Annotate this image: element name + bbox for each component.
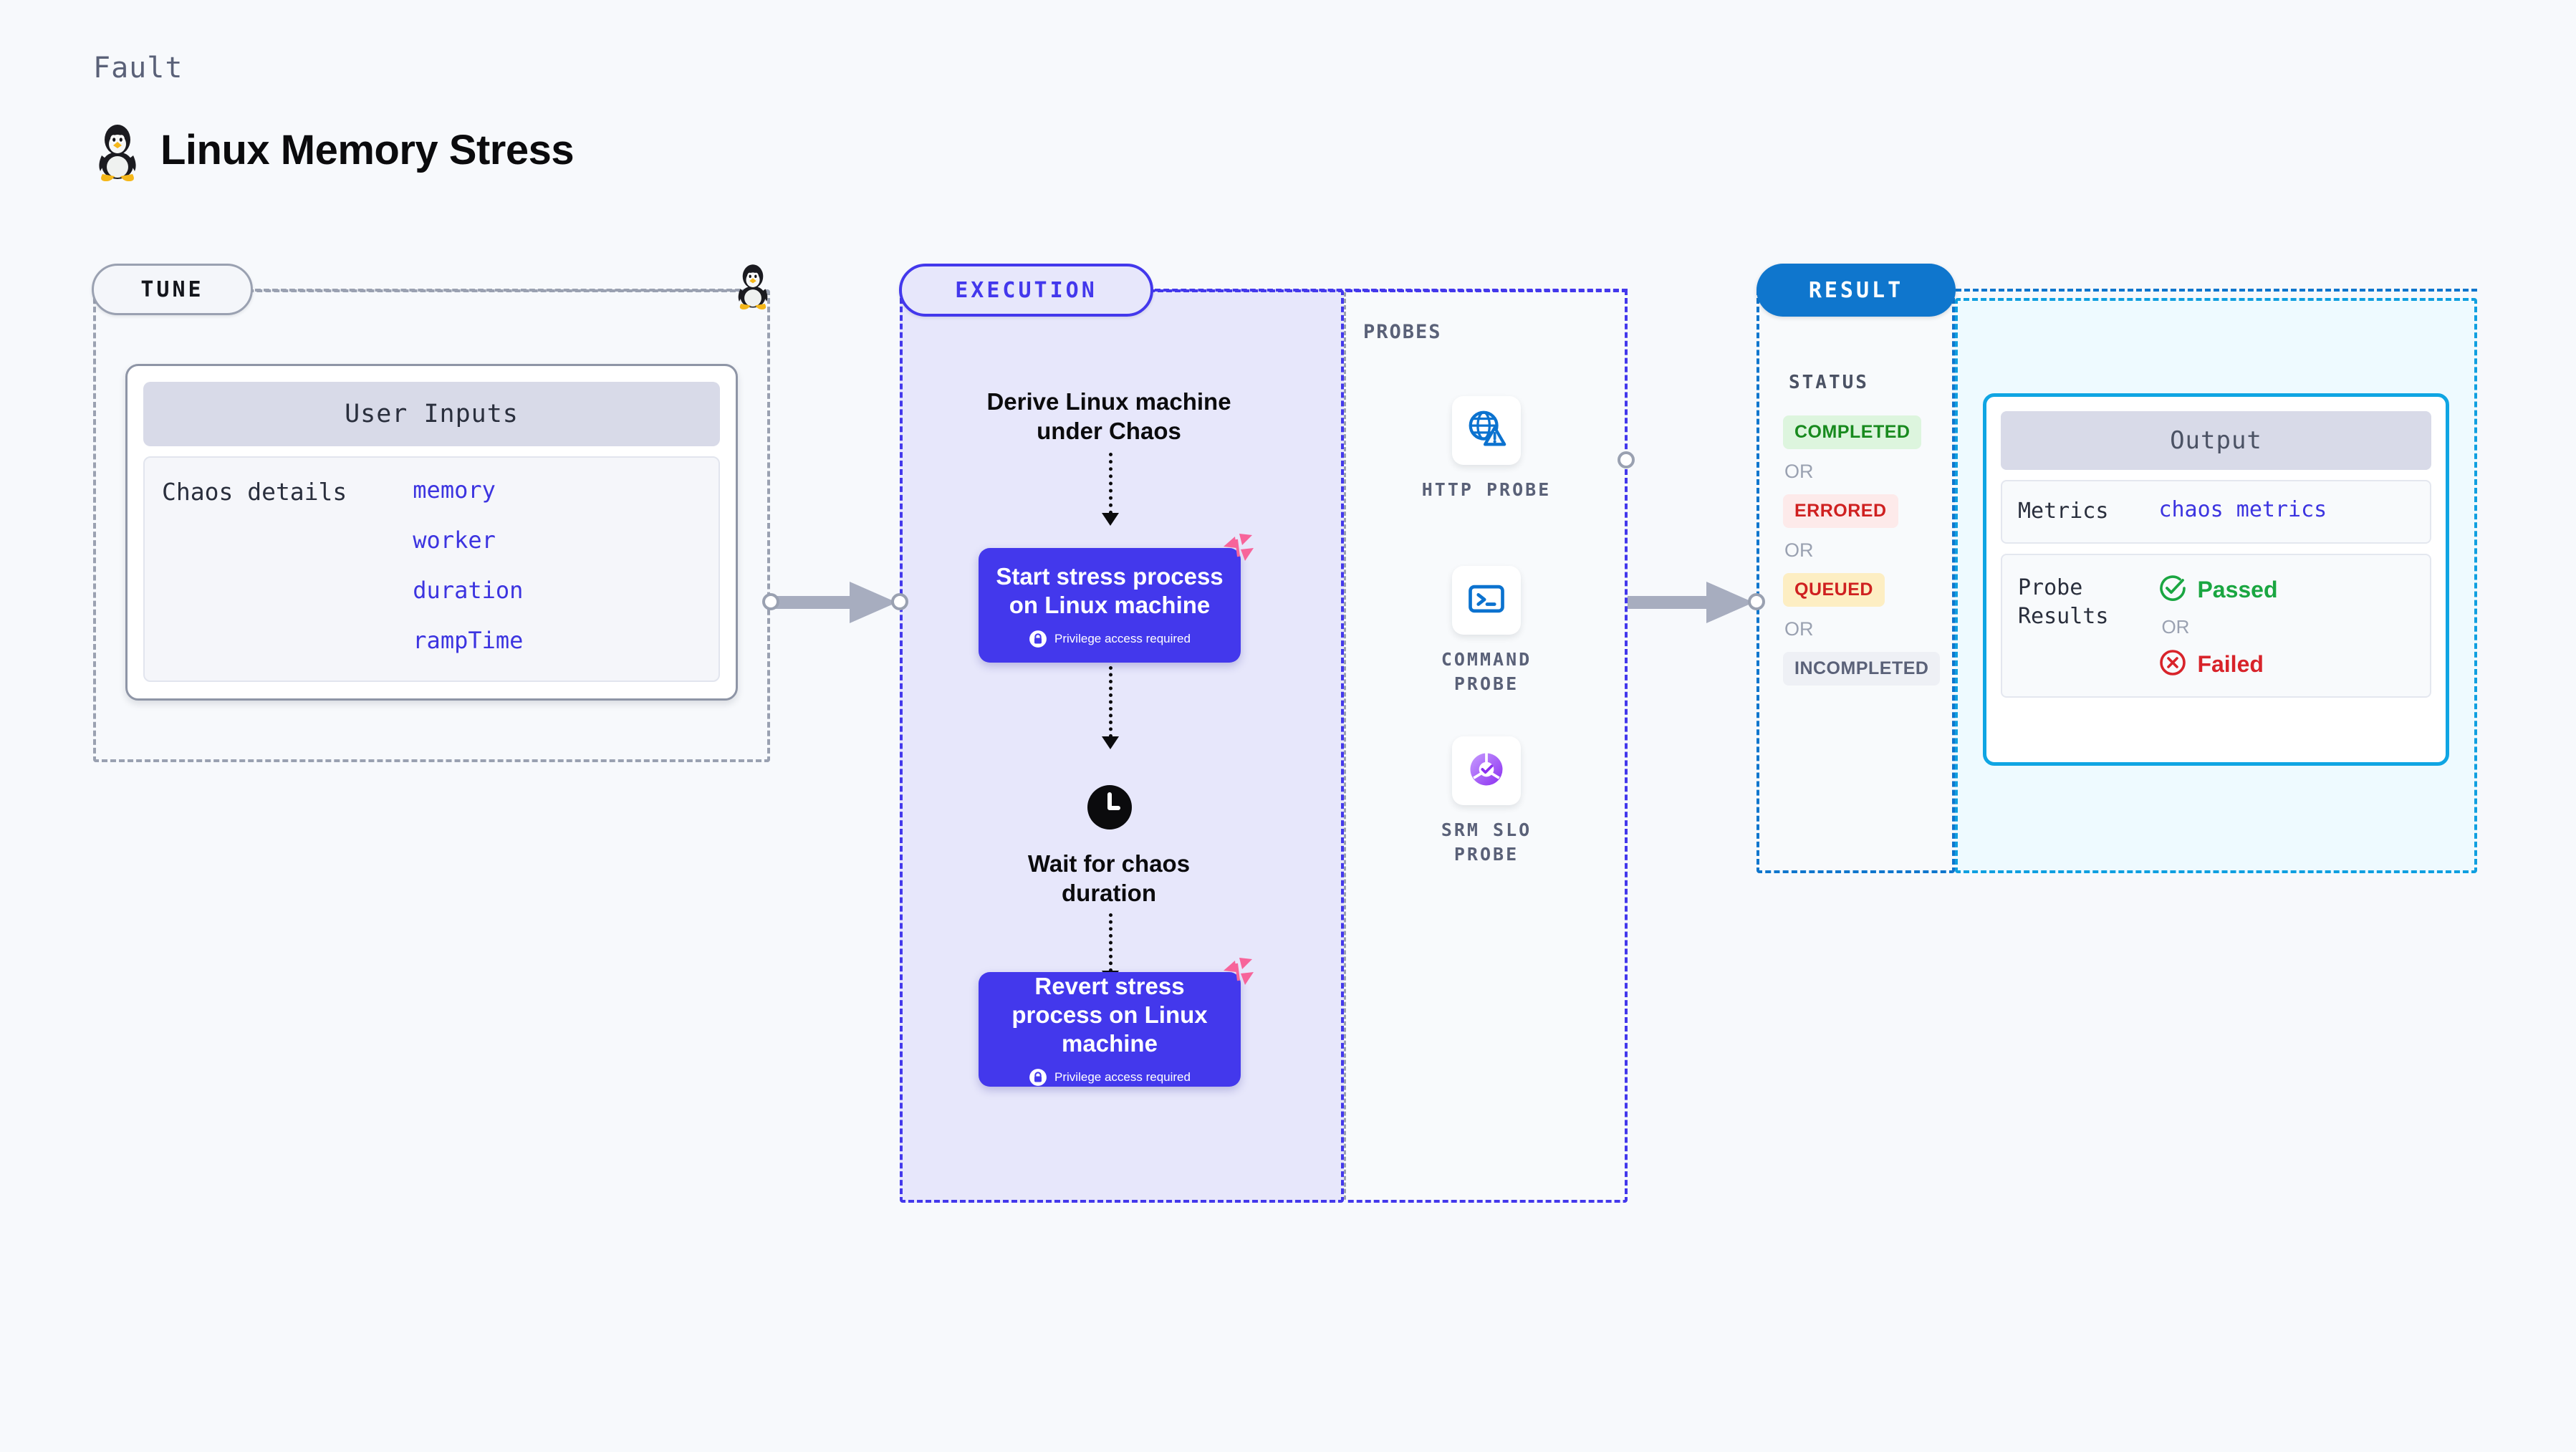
probe-http[interactable]: HTTP PROBE [1404,396,1569,502]
terminal-prompt-icon [1465,577,1508,624]
status-label: STATUS [1789,372,1869,393]
status-or-3: OR [1784,618,1814,640]
lock-icon [1029,630,1047,648]
flow-arrow-2 [1102,736,1119,749]
status-badge-completed[interactable]: COMPLETED [1783,415,1922,449]
field-memory[interactable]: memory [413,476,496,504]
arrow-tune-to-execution [771,582,897,623]
probe-srm-slo[interactable]: SRM SLO PROBE [1404,736,1569,867]
start-stress-privilege-text: Privilege access required [1054,632,1191,646]
tux-penguin-icon [93,118,142,181]
check-circle-icon [2158,574,2187,606]
x-circle-icon [2158,648,2187,681]
status-badge-queued[interactable]: QUEUED [1783,573,1885,607]
clock-icon [1087,784,1133,834]
failed-label: Failed [2197,650,2264,677]
probe-srm-slo-tile[interactable] [1452,736,1521,805]
tune-connector-line [255,289,749,292]
result-input-port [1748,593,1765,610]
revert-stress-node-title: Revert stress process on Linux machine [1011,972,1208,1057]
fault-header: Linux Memory Stress [93,118,575,181]
field-worker[interactable]: worker [413,527,496,554]
metrics-value[interactable]: chaos metrics [2158,497,2327,522]
probe-results-label: Probe Results [2018,574,2109,630]
flow-line-1 [1109,453,1112,514]
start-stress-node-title: Start stress process on Linux machine [996,562,1224,618]
fault-kicker: Fault [93,52,183,85]
probe-results-values: Passed OR Failed [2158,574,2278,681]
output-card-title: Output [2001,411,2431,470]
metrics-row: Metrics chaos metrics [2001,480,2431,544]
litmus-logo-icon [1224,958,1254,985]
revert-stress-node[interactable]: Revert stress process on Linux machine P… [979,958,1254,1087]
execution-input-port [891,593,908,610]
start-stress-privilege: Privilege access required [1029,630,1191,648]
user-inputs-title: User Inputs [143,382,720,446]
chaos-details-label: Chaos details [162,478,347,506]
derive-machine-step-label: Derive Linux machine under Chaos [986,388,1231,445]
metrics-label: Metrics [2018,499,2109,524]
status-or-2: OR [1784,539,1814,561]
srm-slo-gauge-icon [1465,748,1508,794]
flow-arrow-1 [1102,513,1119,526]
chaos-details-values: memory worker duration rampTime [413,476,523,681]
arrow-execution-to-result [1628,582,1754,623]
probe-http-tile[interactable] [1452,396,1521,465]
page-title: Linux Memory Stress [160,126,575,173]
tune-output-port [762,593,779,610]
litmus-logo-icon [1224,534,1254,561]
probe-command-caption: COMMAND PROBE [1441,649,1532,694]
probe-results-row: Probe Results Passed OR [2001,553,2431,698]
probe-result-or: OR [2161,615,2190,638]
probes-output-port [1618,451,1635,468]
passed-label: Passed [2197,576,2278,602]
probes-label: PROBES [1363,321,1442,343]
probe-command-tile[interactable] [1452,566,1521,635]
probe-result-failed: Failed [2158,648,2277,681]
revert-stress-privilege: Privilege access required [1029,1068,1191,1087]
tune-badge[interactable]: TUNE [92,264,253,315]
start-stress-node[interactable]: Start stress process on Linux machine Pr… [979,534,1254,663]
result-badge[interactable]: RESULT [1756,264,1956,317]
status-or-1: OR [1784,461,1814,482]
execution-connector-line [1155,289,1628,292]
output-card: Output Metrics chaos metrics Probe Resul… [1983,393,2449,766]
status-badge-errored[interactable]: ERRORED [1783,494,1898,528]
execution-badge[interactable]: EXECUTION [899,264,1153,317]
user-inputs-card: User Inputs Chaos details memory worker … [125,364,738,701]
field-ramptime[interactable]: rampTime [413,627,524,654]
probe-srm-slo-caption: SRM SLO PROBE [1441,819,1532,865]
status-list: COMPLETED OR ERRORED OR QUEUED OR INCOMP… [1783,415,1941,686]
field-duration[interactable]: duration [413,577,524,604]
flow-line-2 [1109,666,1112,738]
wait-duration-step-label: Wait for chaos duration [1027,850,1191,907]
globe-warning-icon [1464,407,1509,455]
status-badge-incompleted[interactable]: INCOMPLETED [1783,652,1941,686]
revert-stress-privilege-text: Privilege access required [1054,1070,1191,1085]
chaos-details-body: Chaos details memory worker duration ram… [143,456,720,682]
probe-command[interactable]: COMMAND PROBE [1404,566,1569,696]
flow-line-3 [1109,913,1112,972]
result-connector-line [1956,289,2477,292]
probe-result-passed: Passed [2158,574,2278,606]
tune-tux-penguin-icon [734,259,772,313]
lock-icon [1029,1068,1047,1087]
probe-http-caption: HTTP PROBE [1421,479,1552,500]
